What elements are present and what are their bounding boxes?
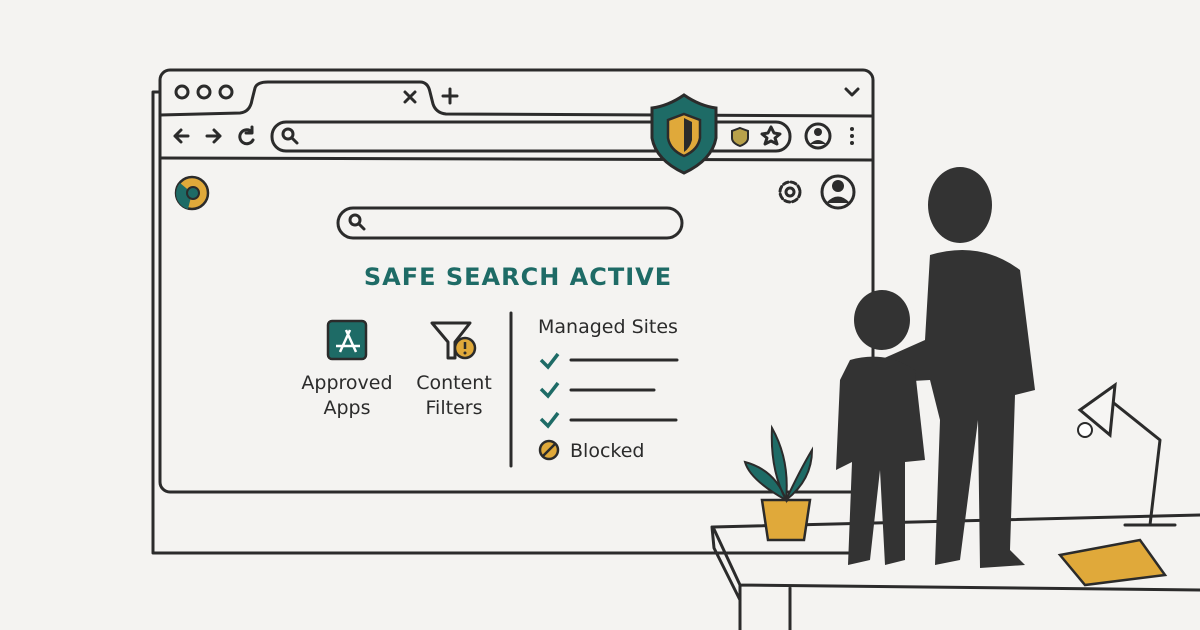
approved-apps-feature[interactable]: Approved Apps — [301, 319, 393, 419]
address-bar[interactable] — [270, 120, 792, 153]
browser-logo — [174, 175, 210, 211]
desk-lamp — [1077, 381, 1177, 527]
settings-icon[interactable] — [778, 180, 802, 204]
account-icon[interactable] — [820, 174, 856, 210]
star-icon[interactable] — [760, 125, 782, 146]
search-icon — [348, 213, 366, 231]
feature-label: Filters — [426, 397, 483, 419]
parent-silhouette — [870, 167, 1035, 568]
toolbar-divider — [158, 156, 875, 162]
blocked-label: Blocked — [570, 440, 644, 462]
search-input[interactable] — [336, 206, 684, 240]
child-silhouette — [836, 290, 925, 565]
reload-icon[interactable] — [238, 125, 255, 146]
close-icon[interactable] — [403, 90, 417, 104]
tab-strip — [158, 80, 875, 118]
feature-label: Approved — [301, 372, 392, 394]
content-filters-feature[interactable]: Content Filters — [416, 321, 492, 419]
funnel-warning-icon — [430, 321, 477, 360]
plus-icon[interactable] — [441, 87, 459, 105]
safe-shield-icon — [650, 93, 718, 175]
plant — [743, 424, 814, 542]
back-arrow-icon[interactable] — [173, 128, 190, 144]
check-icon — [539, 352, 560, 370]
search-icon — [281, 127, 299, 145]
forward-arrow-icon[interactable] — [205, 128, 222, 144]
site-list — [538, 352, 679, 461]
app-store-icon — [326, 319, 368, 361]
notebook — [1057, 538, 1168, 587]
page-title: SAFE SEARCH ACTIVE — [364, 263, 672, 291]
feature-label: Content — [416, 372, 492, 394]
shield-icon[interactable] — [731, 126, 749, 148]
window-controls[interactable] — [174, 84, 234, 100]
browser-window — [158, 68, 875, 494]
menu-icon[interactable] — [850, 127, 854, 145]
feature-label: Apps — [323, 397, 370, 419]
active-tab[interactable] — [403, 90, 417, 104]
profile-icon[interactable] — [804, 122, 832, 150]
managed-sites-heading: Managed Sites — [538, 316, 678, 338]
check-icon — [539, 381, 560, 399]
chevron-down-icon[interactable] — [844, 87, 860, 97]
check-icon — [539, 411, 560, 429]
